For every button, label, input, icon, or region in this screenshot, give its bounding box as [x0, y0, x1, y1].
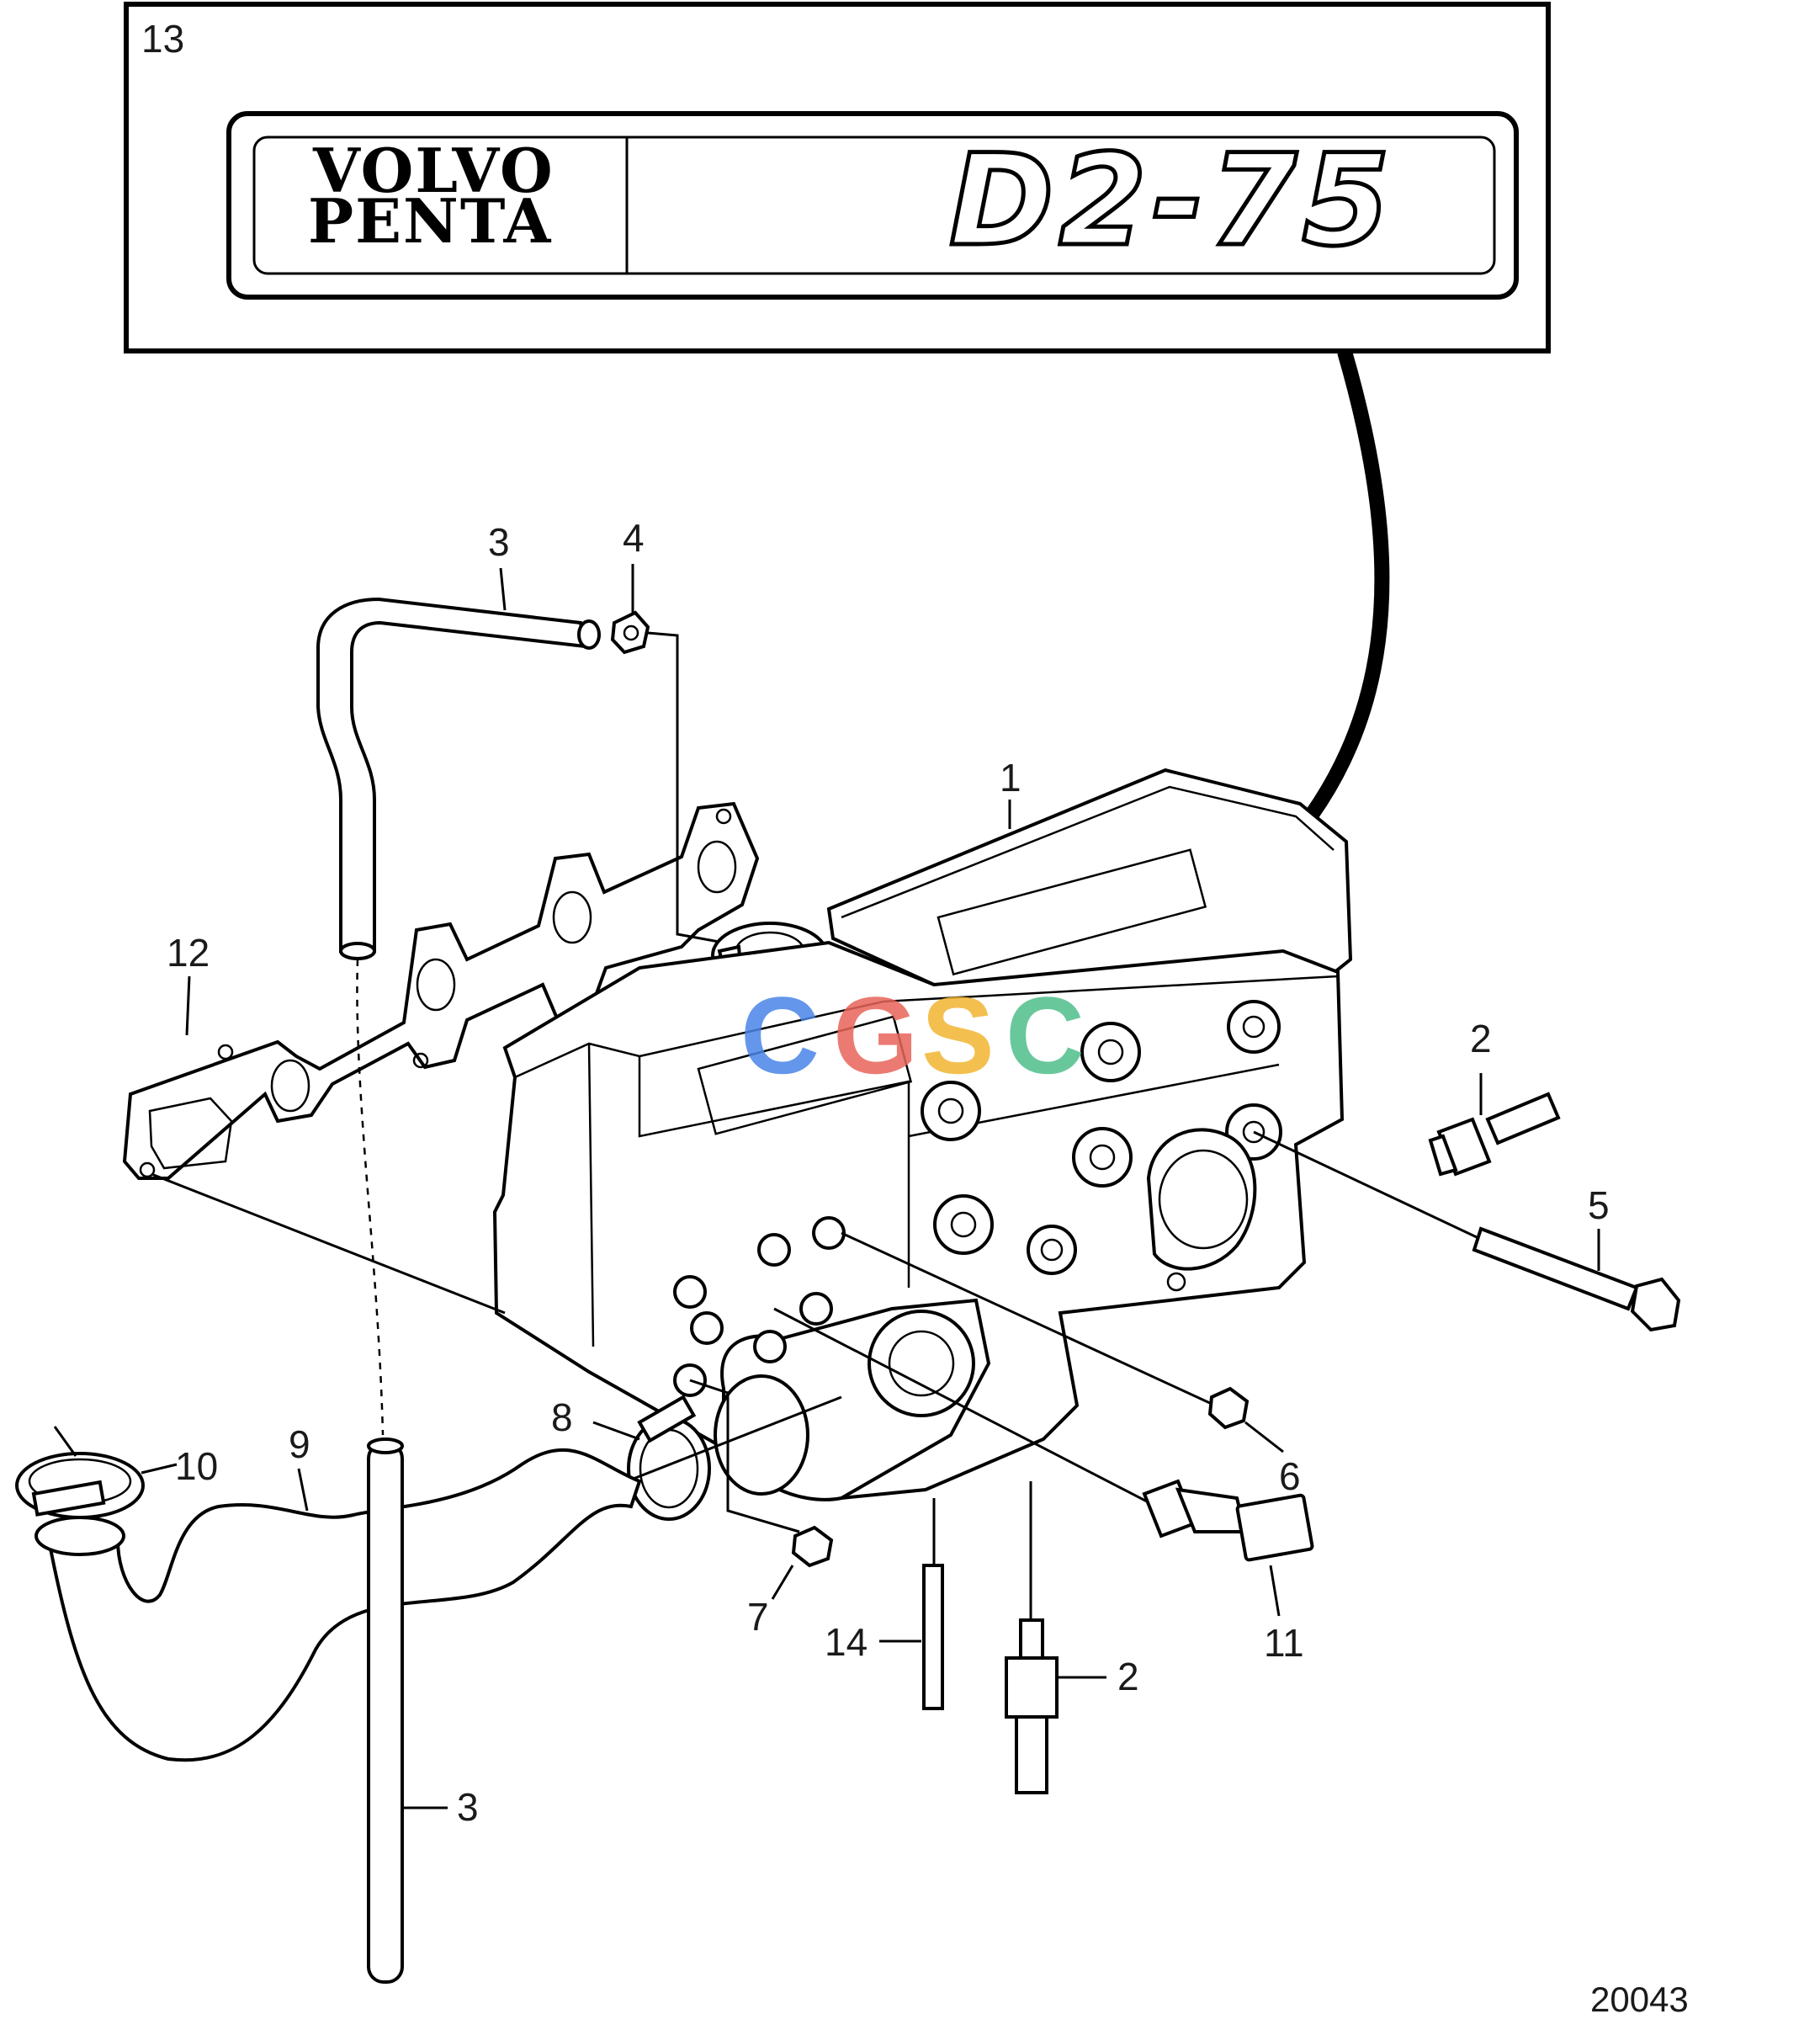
callout-5: 5 — [1588, 1183, 1610, 1227]
callout-1: 1 — [1000, 756, 1021, 800]
callout-3-lower: 3 — [457, 1785, 479, 1829]
part-11-temperature-sensor — [773, 1307, 1314, 1617]
callout-13: 13 — [141, 17, 184, 61]
part-9-coolant-hose — [34, 1448, 642, 1762]
part-2-sender-lower — [1005, 1481, 1106, 1794]
callout-8: 8 — [551, 1395, 573, 1439]
thermostat-housing — [714, 1298, 991, 1501]
model-designation: D2-75 — [949, 128, 1395, 274]
part-14-stud — [879, 1498, 944, 1710]
brand-line-penta: PENTA — [308, 185, 552, 257]
cylinder-head-assembly — [492, 768, 1353, 1501]
nameplate-decal: VOLVO PENTA D2-75 — [226, 111, 1519, 300]
watermark-letter-1: C — [740, 974, 820, 1097]
vent-hose-upper — [316, 597, 601, 1436]
part-5-bolt — [1253, 1130, 1681, 1332]
callout-4: 4 — [623, 516, 645, 560]
part-10-hose-clamp — [15, 1426, 178, 1519]
callout-9: 9 — [289, 1422, 310, 1466]
callout-12: 12 — [167, 931, 210, 975]
watermark-letter-2: G — [833, 974, 918, 1097]
part-4-nut — [610, 564, 724, 944]
callout-11: 11 — [1264, 1621, 1304, 1665]
watermark-logo: C G S C — [740, 974, 1085, 1097]
gasket-leader-line — [151, 1172, 506, 1315]
part-8-hose-clamp — [592, 1395, 842, 1521]
watermark-letter-4: C — [1006, 974, 1085, 1097]
vent-hose-lower — [367, 1437, 448, 1984]
callout-labels: 1 2 2 3 3 4 5 6 7 8 9 10 11 12 14 20043 — [167, 516, 1689, 2019]
nameplate-detail-box: 13 VOLVO PENTA D2-75 — [124, 2, 1551, 353]
head-studs — [673, 1216, 846, 1397]
callout-3-upper: 3 — [488, 520, 510, 564]
callout-14: 14 — [825, 1620, 868, 1664]
callout-2-upper: 2 — [1470, 1017, 1492, 1060]
part-2-sender-upper — [1428, 1073, 1561, 1177]
callout-2-lower: 2 — [1117, 1655, 1139, 1698]
callout-10: 10 — [175, 1444, 218, 1488]
watermark-letter-3: S — [921, 974, 995, 1097]
brand-line-volvo: VOLVO — [312, 135, 554, 206]
callout-6: 6 — [1279, 1454, 1301, 1498]
part-6-nut — [841, 1231, 1284, 1453]
figure-number: 20043 — [1590, 1980, 1689, 2019]
callout-7: 7 — [747, 1595, 769, 1639]
part-7-nut — [689, 1379, 834, 1600]
head-port-plugs — [921, 1000, 1282, 1275]
exhaust-manifold-gasket — [122, 801, 760, 1180]
